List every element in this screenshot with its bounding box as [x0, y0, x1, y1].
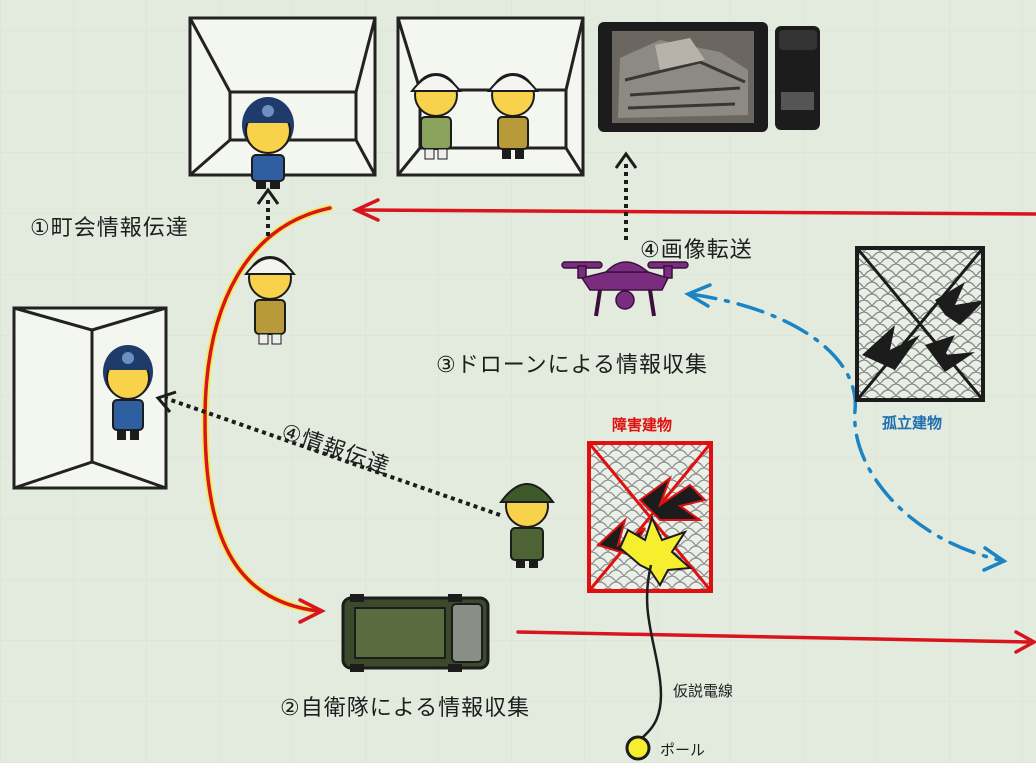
person-town-officer — [242, 97, 294, 189]
dotted-arrows — [164, 160, 628, 517]
obstacle-building — [587, 441, 713, 593]
label-obstacle: 障害建物 — [612, 416, 673, 434]
room-town-office — [188, 16, 377, 177]
sdf-vehicle-icon — [341, 594, 490, 672]
label-drone-collect: ③ドローンによる情報収集 — [436, 353, 708, 378]
drone-icon — [561, 261, 689, 317]
red-route — [201, 198, 1036, 654]
person-messenger — [243, 256, 297, 345]
person-resident-officer — [103, 345, 153, 440]
label-temp-wire: 仮説電線 — [673, 682, 734, 700]
blue-route — [684, 283, 1008, 572]
label-pole: ポール — [660, 741, 706, 759]
room-resident — [12, 306, 168, 490]
label-sdf-collect: ②自衛隊による情報収集 — [280, 696, 531, 721]
person-elderly-man — [486, 73, 540, 159]
label-isolated: 孤立建物 — [882, 414, 943, 432]
monitor-screen — [598, 22, 820, 132]
label-town-info: ①町会情報伝達 — [30, 216, 189, 241]
person-elderly-woman — [409, 73, 463, 160]
person-sdf-soldier — [499, 483, 555, 568]
pole-icon — [625, 735, 651, 761]
isolated-building — [855, 246, 985, 402]
temp-cable — [639, 564, 663, 741]
label-image-transfer: ④画像転送 — [640, 238, 753, 263]
